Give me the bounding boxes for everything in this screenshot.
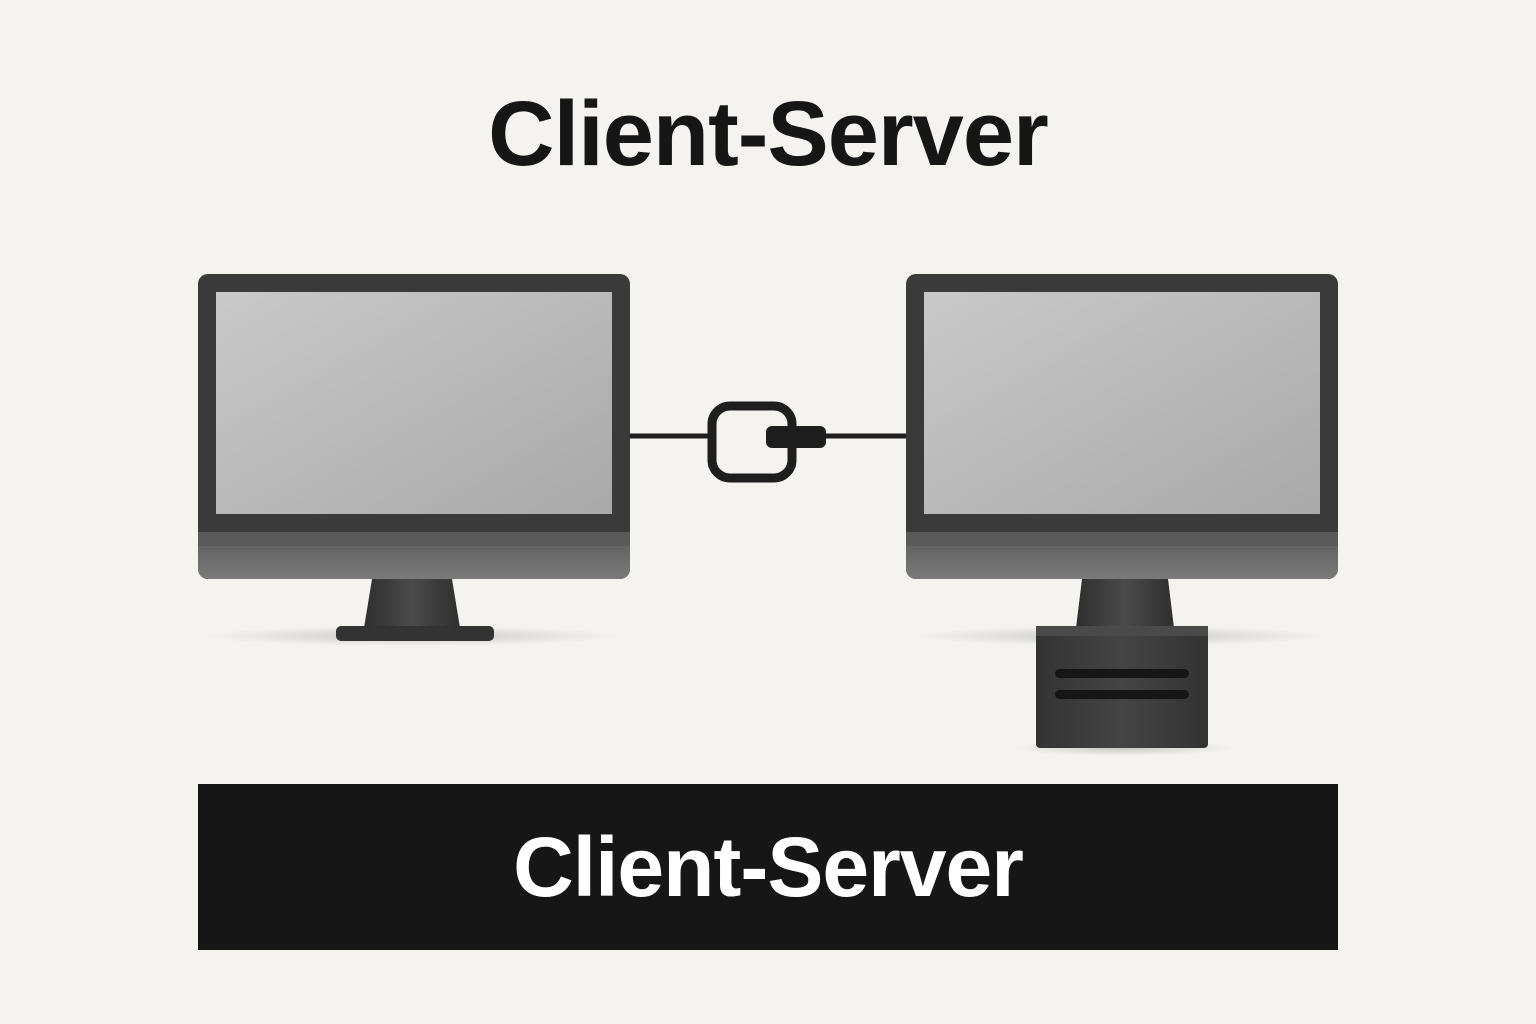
- client-monitor-icon: [198, 274, 630, 646]
- server-monitor-icon: [906, 274, 1338, 646]
- plug-icon: [766, 426, 826, 448]
- banner-label: Client-Server: [513, 825, 1023, 909]
- server-tower-icon: [1012, 626, 1232, 756]
- banner: Client-Server: [198, 784, 1338, 950]
